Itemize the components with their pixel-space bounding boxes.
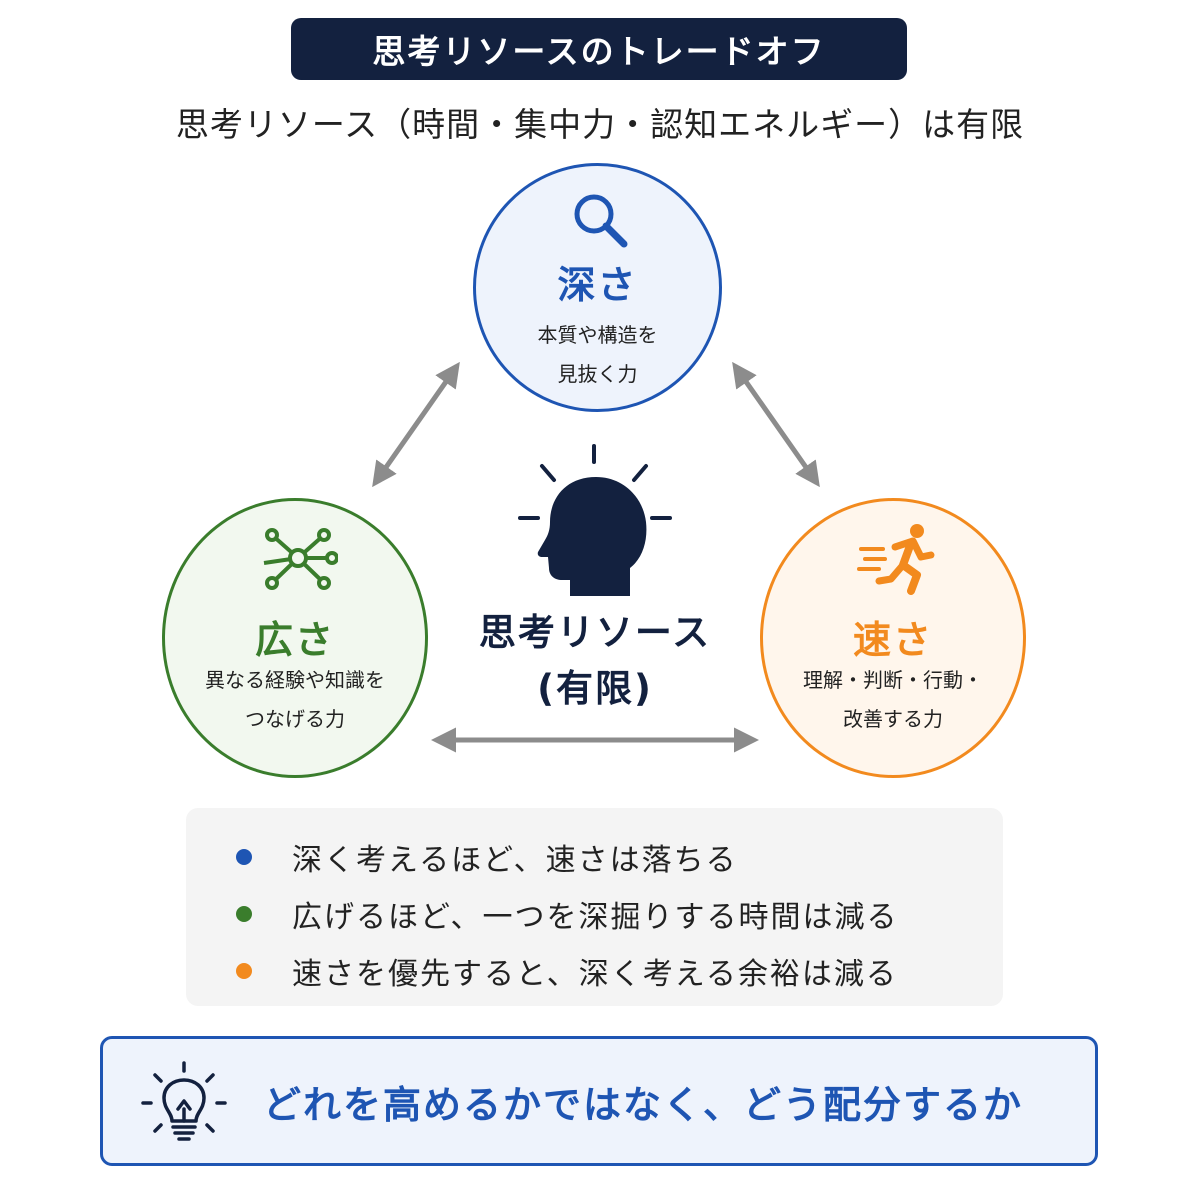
- arrow-depth-breadth: [372, 361, 460, 488]
- node-speed-desc-line1: 理解・判断・行動・: [803, 668, 983, 692]
- center-label-line2: (有限): [537, 667, 653, 710]
- conclusion-text: どれを高めるかではなく、どう配分するか: [263, 1082, 1024, 1127]
- magnifier-icon: [574, 194, 628, 248]
- node-speed-desc: 理解・判断・行動・ 改善する力: [763, 661, 1023, 739]
- node-breadth-desc: 異なる経験や知識を つなげる力: [165, 661, 425, 739]
- conclusion-box: どれを高めるかではなく、どう配分するか: [100, 1036, 1098, 1166]
- node-speed-desc-line2: 改善する力: [843, 707, 943, 731]
- node-speed: 速さ 理解・判断・行動・ 改善する力: [760, 498, 1026, 778]
- point-text: 広げるほど、一つを深掘りする時間は減る: [292, 899, 899, 935]
- network-icon: [263, 528, 338, 590]
- node-depth-desc-line1: 本質や構造を: [537, 323, 658, 347]
- node-depth-desc: 本質や構造を 見抜く力: [476, 316, 719, 394]
- point-item: 深く考えるほど、速さは落ちる: [236, 828, 1003, 885]
- node-depth-name: 深さ: [557, 263, 638, 307]
- arrow-depth-speed: [732, 361, 820, 488]
- node-breadth: 広さ 異なる経験や知識を つなげる力: [162, 498, 428, 778]
- bullet-dot: [236, 905, 252, 922]
- center-label-line1: 思考リソース: [478, 611, 712, 654]
- center-label: 思考リソース (有限): [440, 605, 750, 717]
- point-text: 速さを優先すると、深く考える余裕は減る: [292, 956, 898, 992]
- lightbulb-icon: [141, 1061, 227, 1141]
- tradeoff-points: 深く考えるほど、速さは落ちる 広げるほど、一つを深掘りする時間は減る 速さを優先…: [186, 808, 1003, 1006]
- subtitle: 思考リソース（時間・集中力・認知エネルギー）は有限: [175, 105, 1025, 144]
- point-item: 速さを優先すると、深く考える余裕は減る: [236, 942, 1003, 999]
- bullet-dot: [236, 962, 252, 979]
- page-title: 思考リソースのトレードオフ: [291, 18, 907, 80]
- node-depth-desc-line2: 見抜く力: [557, 362, 638, 386]
- node-breadth-desc-line2: つなげる力: [245, 707, 345, 731]
- point-text: 深く考えるほど、速さは落ちる: [292, 842, 738, 878]
- node-depth: 深さ 本質や構造を 見抜く力: [473, 163, 722, 412]
- running-person-icon: [857, 524, 935, 595]
- node-breadth-name: 広さ: [254, 618, 335, 662]
- point-item: 広げるほど、一つを深掘りする時間は減る: [236, 885, 1003, 942]
- node-speed-name: 速さ: [852, 618, 933, 662]
- bullet-dot: [236, 848, 252, 865]
- node-breadth-desc-line1: 異なる経験や知識を: [205, 668, 385, 692]
